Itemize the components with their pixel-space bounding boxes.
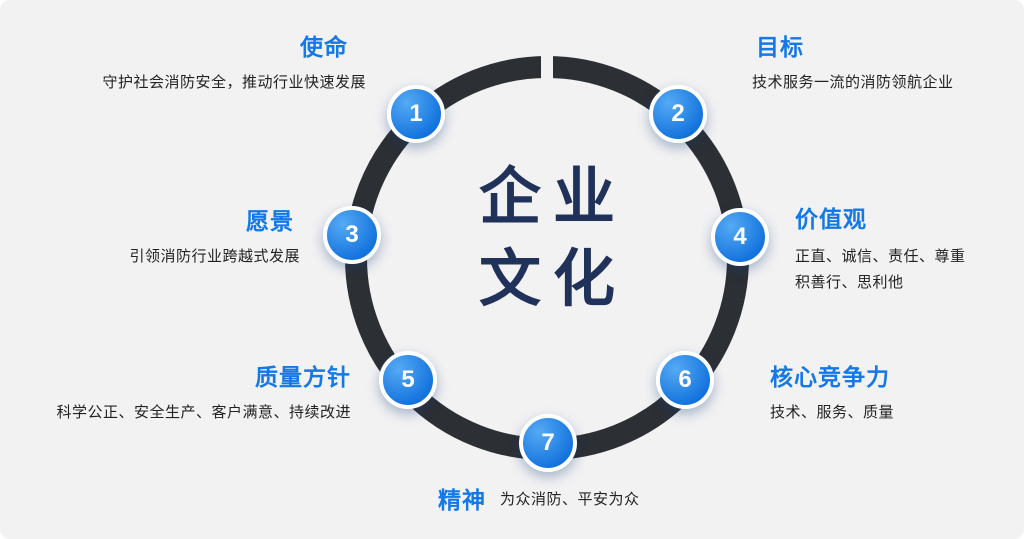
- spirit-label: 精神: [438, 487, 486, 513]
- node-6-number: 6: [678, 366, 692, 393]
- node-3-number: 3: [345, 221, 359, 248]
- ring-top-gap: [541, 48, 553, 84]
- goal-label: 目标: [756, 34, 804, 60]
- node-7-number: 7: [541, 429, 555, 456]
- core-competitiveness-desc: 技术、服务、质量: [770, 404, 895, 421]
- vision-desc: 引领消防行业跨越式发展: [129, 248, 300, 265]
- goal-section: 目标 技术服务一流的消防领航企业: [752, 28, 1014, 92]
- node-4-number: 4: [733, 223, 747, 250]
- node-7-spirit: 7: [519, 414, 577, 472]
- values-label: 价值观: [795, 206, 867, 232]
- node-5-number: 5: [401, 366, 415, 393]
- values-desc-line-2: 积善行、思利他: [795, 274, 904, 291]
- goal-desc: 技术服务一流的消防领航企业: [752, 74, 954, 91]
- values-section: 价值观 正直、诚信、责任、尊重 积善行、思利他: [795, 200, 1023, 296]
- node-2-goal: 2: [649, 85, 707, 143]
- mission-desc: 守护社会消防安全，推动行业快速发展: [102, 74, 366, 91]
- node-4-values: 4: [711, 208, 769, 266]
- values-desc-line-1: 正直、诚信、责任、尊重: [795, 248, 966, 265]
- core-competitiveness-section: 核心竞争力 技术、服务、质量: [770, 358, 1020, 422]
- values-desc: 正直、诚信、责任、尊重 积善行、思利他: [795, 244, 1023, 296]
- quality-section: 质量方针 科学公正、安全生产、客户满意、持续改进: [5, 358, 351, 422]
- node-1-mission: 1: [387, 85, 445, 143]
- mission-section: 使命 守护社会消防安全，推动行业快速发展: [60, 28, 366, 92]
- node-3-vision: 3: [323, 206, 381, 264]
- node-6-core: 6: [656, 351, 714, 409]
- spirit-desc: 为众消防、平安为众: [500, 490, 640, 508]
- node-5-quality: 5: [379, 351, 437, 409]
- vision-label: 愿景: [246, 208, 294, 234]
- quality-desc: 科学公正、安全生产、客户满意、持续改进: [56, 404, 351, 421]
- quality-label: 质量方针: [255, 364, 351, 390]
- node-2-number: 2: [671, 100, 685, 127]
- node-1-number: 1: [409, 100, 423, 127]
- mission-label: 使命: [300, 34, 348, 60]
- vision-section: 愿景 引领消防行业跨越式发展: [58, 202, 300, 266]
- title-line-1: 企业: [478, 160, 627, 233]
- title-line-2: 文化: [478, 242, 627, 315]
- core-competitiveness-label: 核心竞争力: [770, 364, 890, 390]
- diagram-title: 企业 文化: [397, 156, 697, 320]
- spirit-section: 精神 为众消防、平安为众: [438, 481, 640, 515]
